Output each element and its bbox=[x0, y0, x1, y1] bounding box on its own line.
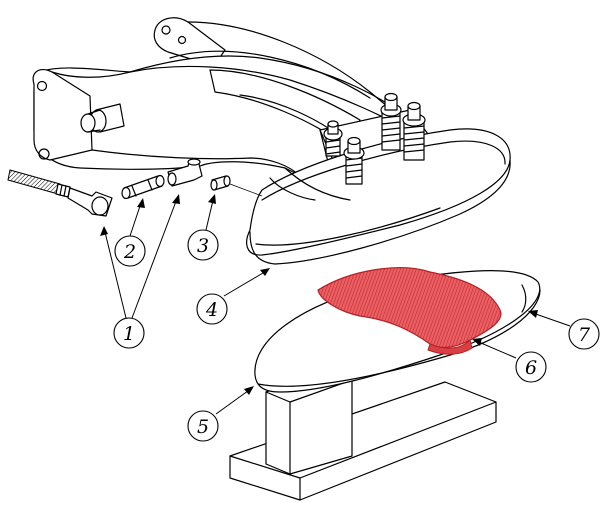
upper-housing bbox=[32, 17, 511, 265]
lower-support bbox=[229, 267, 541, 501]
callout-3-label: 3 bbox=[197, 235, 209, 257]
hose-fittings bbox=[7, 158, 263, 217]
callout-5-label: 5 bbox=[197, 416, 209, 438]
callout-2: 2 bbox=[114, 235, 146, 267]
callout-7: 7 bbox=[568, 318, 600, 350]
callout-6: 6 bbox=[515, 351, 547, 383]
callout-4-label: 4 bbox=[205, 299, 218, 321]
pivot-pin bbox=[80, 103, 125, 133]
friction-pad bbox=[317, 267, 502, 349]
callout-2-label: 2 bbox=[123, 241, 136, 263]
callout-6-label: 6 bbox=[525, 357, 537, 379]
leader-lines bbox=[100, 194, 571, 415]
callout-4: 4 bbox=[196, 293, 228, 325]
callout-7-label: 7 bbox=[578, 324, 591, 346]
callout-5: 5 bbox=[187, 410, 219, 442]
callout-3: 3 bbox=[187, 229, 219, 261]
callout-1-label: 1 bbox=[123, 323, 135, 345]
braided-hose bbox=[7, 169, 61, 195]
callout-1: 1 bbox=[113, 317, 145, 349]
stud-bolts bbox=[323, 92, 426, 185]
